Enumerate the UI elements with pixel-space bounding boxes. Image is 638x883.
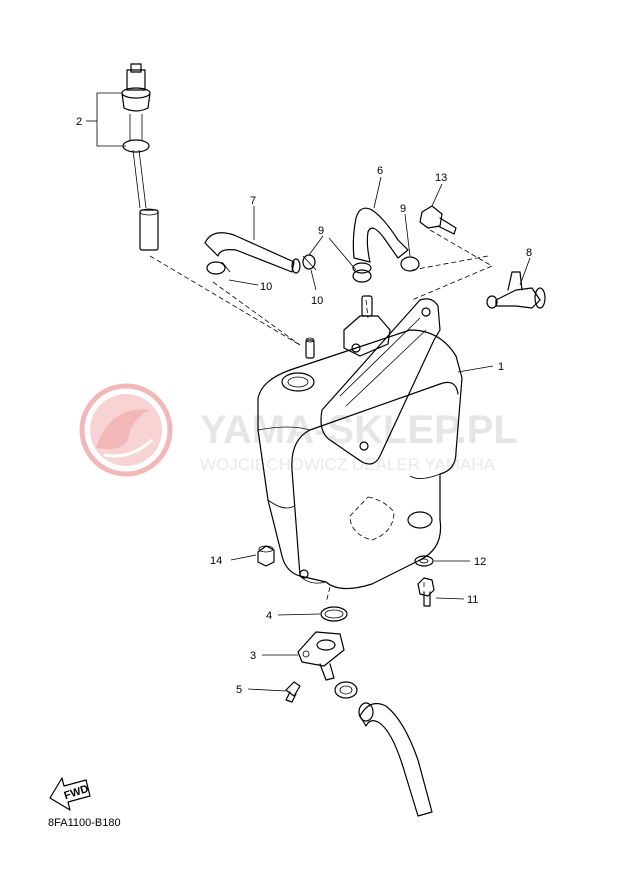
callout-2: 2 (76, 116, 82, 128)
part-clip-9-right (400, 256, 420, 272)
watermark-subtitle: WOJCIECHOWICZ DEALER YAMAHA (200, 455, 496, 474)
part-breather-hose (352, 207, 409, 274)
callout-14: 14 (210, 555, 222, 567)
callout-9-left: 9 (318, 225, 324, 237)
callout-9-right: 9 (400, 203, 406, 215)
part-vent-hose (204, 232, 301, 274)
part-bolt-11 (417, 577, 435, 607)
part-fuel-sender (121, 63, 159, 251)
fwd-arrow-icon: FWD (49, 777, 91, 811)
part-joint-8 (486, 271, 546, 309)
callout-12: 12 (474, 556, 486, 568)
part-outlet-flange-3 (297, 631, 345, 681)
watermark-title: YAMA-SKLEP.PL (200, 408, 518, 452)
callout-8: 8 (526, 247, 532, 259)
diagram-code: 8FA1100-B180 (48, 817, 121, 829)
callout-6: 6 (377, 165, 383, 177)
part-fuel-hose (334, 681, 433, 817)
callout-10-right: 10 (311, 295, 323, 307)
callout-13: 13 (435, 172, 447, 184)
part-nut-14 (257, 545, 275, 567)
callout-1: 1 (498, 361, 504, 373)
callout-11: 11 (467, 594, 478, 606)
part-screw-5 (285, 681, 301, 703)
callouts: 1 2 3 4 5 6 7 8 9 9 10 10 11 12 13 14 (76, 116, 532, 696)
callout-4: 4 (266, 610, 272, 622)
part-washer-12 (414, 555, 434, 567)
leader-lines (86, 92, 531, 692)
callout-3: 3 (250, 650, 256, 662)
part-hose-clip-left (206, 261, 231, 275)
watermark: YAMA-SKLEP.PL WOJCIECHOWICZ DEALER YAMAH… (79, 383, 518, 477)
watermark-logo (79, 383, 173, 477)
callout-7: 7 (250, 195, 256, 207)
part-fuel-tank (257, 295, 463, 590)
part-clip-9-left (352, 269, 372, 283)
part-bolt-13 (419, 205, 457, 235)
part-hose-clip-right (302, 254, 317, 271)
callout-10-left: 10 (260, 281, 272, 293)
assembly-guides (149, 229, 493, 604)
part-o-ring-4 (320, 606, 348, 622)
callout-5: 5 (236, 684, 242, 696)
